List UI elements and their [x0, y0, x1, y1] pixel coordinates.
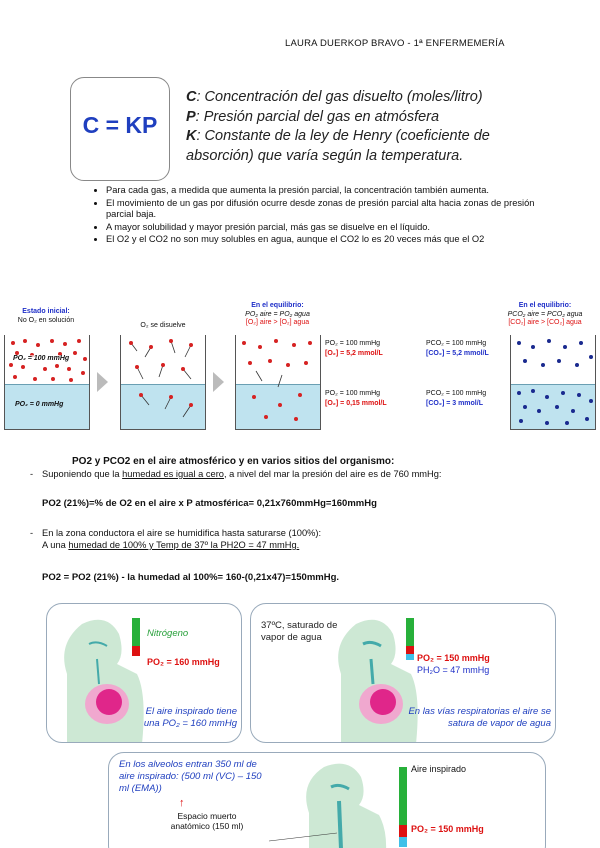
item1-dash: - — [30, 469, 34, 479]
formula-po2-humid: PO2 = PO2 (21%) - la humedad al 100%= 16… — [42, 572, 340, 583]
figure-inspired-air: Nitrógeno PO₂ = 160 mmHg El aire inspira… — [46, 603, 242, 743]
arrow-right-icon — [97, 372, 108, 392]
fig3-caption: En los alveolos entran 350 ml de aire in… — [119, 759, 262, 794]
panel1-title: Estado inicial: — [22, 308, 70, 315]
o2-equilibrium-particles — [242, 339, 312, 421]
o2-particles — [9, 339, 87, 382]
bullet-item: A mayor solubilidad y mayor presión parc… — [106, 222, 542, 234]
item2-dash: - — [30, 528, 34, 538]
fig3-po2-label: PO₂ = 150 mmHg — [411, 824, 484, 834]
fig2-caption: En las vías respiratorias el aire se sat… — [408, 706, 551, 729]
fig3-up-arrow-icon: ↑ — [179, 797, 185, 809]
definition-k: K: Constante de la ley de Henry (coefici… — [186, 128, 490, 164]
figure-humidified-air: 37ºC, saturado de vapor de agua PO₂ = 15… — [250, 603, 556, 743]
panel2-title: O₂ se disuelve — [140, 322, 186, 329]
fig2-ph2o-label: PH₂O = 47 mmHg — [417, 665, 490, 675]
fig3-inspired-air-label: Aire inspirado — [411, 764, 467, 774]
panel4-air-pco2: PCO₂ = 100 mmHg — [426, 340, 487, 347]
panel4-air-conc: [CO₂] = 5,2 mmol/L — [426, 350, 489, 357]
item1-text: Suponiendo que la humedad es igual a cer… — [42, 469, 442, 479]
beaker-o2-equilibrium — [235, 335, 321, 430]
panel3-line2: [O₂] aire > [O₂] agua — [245, 319, 310, 326]
item2-line1: En la zona conductora el aire se humidif… — [42, 528, 322, 538]
panel3-water-po2: PO₂ = 100 mmHg — [325, 390, 381, 397]
bullet-list: Para cada gas, a medida que aumenta la p… — [92, 185, 542, 247]
panel1-water-po2: PO₂ = 0 mmHg — [15, 401, 64, 408]
fig3-dead-space-label: Espacio muerto anatómico (150 ml) — [170, 811, 244, 831]
formula-po2-dry: PO2 (21%)=% de O2 en el aire x P atmosfé… — [42, 498, 377, 509]
body-silhouette — [268, 763, 407, 848]
fig1-nitrogen-label: Nitrógeno — [147, 628, 189, 639]
panel1-subtitle: No O₂ en solución — [17, 316, 75, 324]
panel3-water-conc: [O₂] = 0,15 mmol/L — [325, 400, 387, 407]
panel4-water-conc: [CO₂] = 3 mmol/L — [426, 400, 483, 407]
figure-alveolar-air: En los alveolos entran 350 ml de aire in… — [108, 752, 546, 848]
beaker-dissolving — [120, 335, 206, 430]
co2-particles — [517, 339, 593, 425]
panel3-title: En el equilibrio: — [251, 302, 304, 309]
panel4-line2: [CO₂] aire > [CO₂] agua — [508, 319, 582, 326]
definition-p: P: Presión parcial del gas en atmósfera — [186, 108, 440, 125]
fig1-po2-label: PO₂ = 160 mmHg — [147, 657, 220, 667]
fig2-saturation-label: 37ºC, saturado de vapor de agua — [261, 620, 338, 643]
beaker-initial: PO₂ = 100 mmHg PO₂ = 0 mmHg — [4, 335, 90, 430]
body-silhouette — [338, 618, 418, 742]
formula-box — [70, 77, 170, 181]
bullet-item: El O2 y el CO2 no son muy solubles en ag… — [106, 234, 542, 246]
henry-definitions: C: Concentración del gas disuelto (moles… — [186, 88, 526, 166]
panel3-air-conc: [O₂] = 5,2 mmol/L — [325, 350, 383, 357]
item2-line2: A una humedad de 100% y Temp de 37º la P… — [42, 540, 300, 550]
section-title: PO2 y PCO2 en el aire atmosférico y en v… — [72, 456, 395, 467]
definition-c: C: Concentración del gas disuelto (moles… — [186, 89, 483, 105]
arrow-right-icon — [213, 372, 224, 392]
panel3-air-po2: PO₂ = 100 mmHg — [325, 340, 381, 347]
page-header: LAURA DUERKOP BRAVO - 1ª ENFERMEMERÍA — [285, 38, 505, 49]
diffusion-diagram: Estado inicial: No O₂ en solución PO₂ = … — [0, 300, 600, 435]
panel4-title: En el equilibrio: — [518, 302, 572, 309]
panel3-line1: PO₂ aire = PO₂ agua — [245, 310, 310, 318]
panel4-line1: PCO₂ aire = PCO₂ agua — [507, 310, 583, 318]
panel4-water-pco2: PCO₂ = 100 mmHg — [426, 390, 487, 397]
formula-box-text: C = KP — [82, 112, 158, 138]
fig2-po2-label: PO₂ = 150 mmHg — [417, 653, 490, 663]
beaker-co2-equilibrium — [510, 335, 596, 430]
body-silhouette — [64, 618, 144, 742]
bullet-item: Para cada gas, a medida que aumenta la p… — [106, 185, 542, 197]
o2-arrows — [129, 339, 193, 418]
bullet-item: El movimiento de un gas por difusión ocu… — [106, 198, 542, 221]
fig1-caption: El aire inspirado tiene una PO₂ = 160 mm… — [143, 706, 237, 729]
panel1-air-po2: PO₂ = 100 mmHg — [13, 355, 70, 364]
